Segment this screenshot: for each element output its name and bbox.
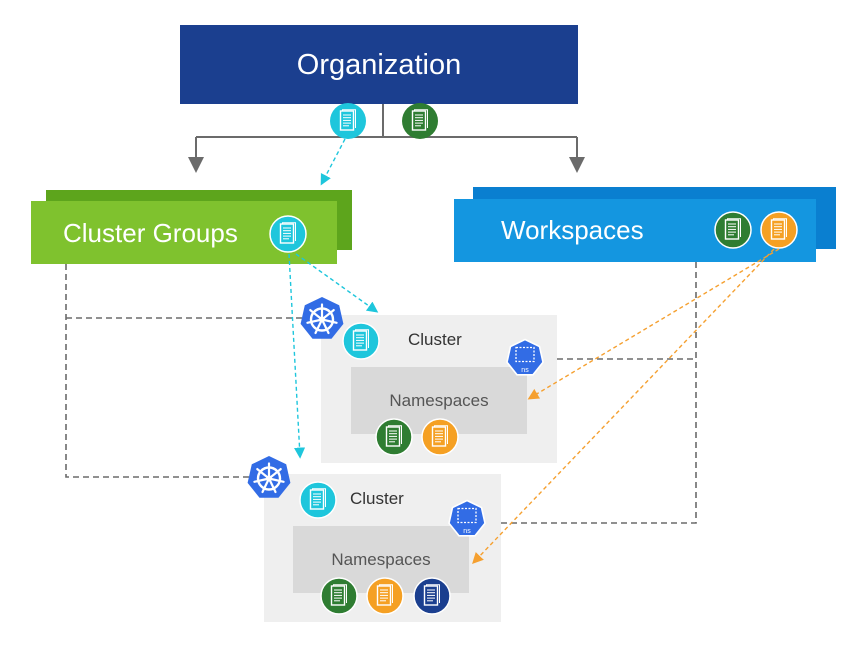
workspaces-label: Workspaces (501, 215, 644, 245)
workspaces-to-namespaces-2-arrow (472, 248, 775, 565)
cluster-groups-policy-cyan-icon (269, 215, 307, 253)
organization-bar (180, 25, 578, 104)
cluster-groups-to-cluster-1-arrow (295, 253, 379, 313)
cluster-2-namespaces-label: Namespaces (331, 550, 430, 569)
cluster-1-ns-badge-text: ns (521, 367, 529, 374)
workspaces-policy-orange-icon (760, 211, 798, 249)
membership-connectors (65, 262, 697, 524)
hierarchy-connectors (188, 104, 585, 173)
cluster-2: Cluster Namespaces ns (246, 454, 501, 622)
workspaces-bar (454, 199, 816, 262)
workspaces-policy-green-icon (714, 211, 752, 249)
cluster-2-ns-badge-text: ns (463, 528, 471, 535)
cluster-2-ns-policy-orange-icon (366, 577, 404, 615)
cluster-groups-box: Cluster Groups (31, 190, 352, 264)
org-policy-green-icon (402, 103, 438, 139)
orange-policy-arrows (472, 248, 780, 565)
cyan-policy-arrows (288, 138, 379, 459)
cluster-2-ns-policy-green-icon (320, 577, 358, 615)
cluster-1-namespaces-label: Namespaces (389, 391, 488, 410)
organization-box: Organization (180, 25, 578, 104)
cluster-1-ns-policy-green-icon (375, 418, 413, 456)
cluster-groups-label: Cluster Groups (63, 218, 238, 248)
cluster-1-namespace-icon: ns (506, 338, 544, 376)
organization-label: Organization (297, 49, 461, 81)
org-to-cluster-groups-arrow (320, 138, 346, 186)
cluster-groups-to-cluster-2-arrow (288, 253, 306, 459)
cluster-1: Cluster Namespaces ns (299, 295, 557, 463)
cluster-1-policy-cyan-icon (342, 322, 380, 360)
cluster-2-policy-cyan-icon (299, 481, 337, 519)
cluster-2-label: Cluster (350, 489, 404, 508)
cluster-1-ns-policy-orange-icon (421, 418, 459, 456)
cluster-2-ns-policy-navy-icon (413, 577, 451, 615)
org-policy-cyan-icon (330, 103, 366, 139)
cluster-1-label: Cluster (408, 330, 462, 349)
workspaces-to-namespaces-1-arrow (527, 248, 780, 400)
cluster-2-namespace-icon: ns (448, 499, 486, 537)
workspaces-box: Workspaces (454, 187, 836, 262)
